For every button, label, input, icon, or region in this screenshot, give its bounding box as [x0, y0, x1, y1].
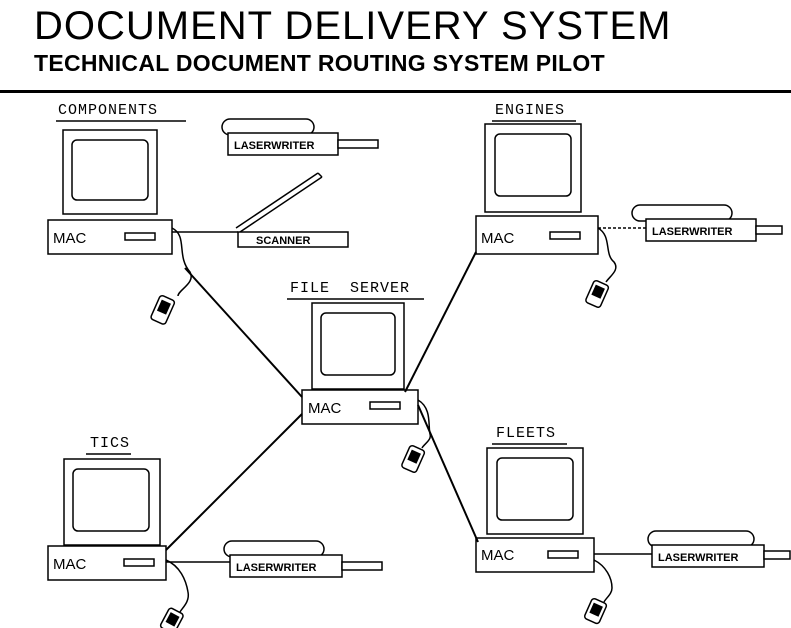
mouse-cable: [172, 228, 191, 296]
mac-label: MAC: [53, 230, 87, 247]
disk-slot: [548, 551, 578, 558]
mac-label: MAC: [53, 556, 87, 573]
laserwriter-label: LASERWRITER: [652, 226, 733, 238]
disk-slot: [370, 402, 400, 409]
laserwriter-engines: LASERWRITER: [632, 205, 782, 241]
laserwriter-fleets: LASERWRITER: [648, 531, 790, 567]
mouse-icon: [585, 280, 609, 308]
link-tics-server: [166, 414, 302, 550]
monitor-fleets: [487, 448, 583, 534]
laserwriter-tics: LASERWRITER: [224, 541, 382, 577]
mouse-icon: [150, 295, 175, 325]
node-label-file-server: FILE SERVER: [290, 280, 410, 297]
laserwriter-components: LASERWRITER: [222, 119, 378, 155]
link-components-server: [185, 268, 302, 397]
link-engines-server: [405, 252, 476, 392]
monitor-tics: [64, 459, 160, 545]
laserwriter-label: LASERWRITER: [658, 552, 739, 564]
node-label-engines: ENGINES: [495, 102, 565, 119]
node-label-components: COMPONENTS: [58, 102, 158, 119]
disk-slot: [124, 559, 154, 566]
laserwriter-label: LASERWRITER: [236, 562, 317, 574]
disk-slot: [125, 233, 155, 240]
mac-label: MAC: [481, 230, 515, 247]
scanner: SCANNER: [172, 173, 348, 247]
monitor-components: [63, 130, 157, 214]
mac-label: MAC: [308, 400, 342, 417]
node-label-fleets: FLEETS: [496, 425, 556, 442]
mouse-icon: [401, 445, 425, 473]
monitor-file-server: [312, 303, 404, 389]
mouse-cable: [166, 560, 188, 612]
link-fleets-server: [418, 405, 478, 542]
mouse-cable: [594, 560, 612, 602]
mac-label: MAC: [481, 547, 515, 564]
scanner-label: SCANNER: [256, 235, 310, 247]
monitor-engines: [485, 124, 581, 212]
disk-slot: [550, 232, 580, 239]
node-label-tics: TICS: [90, 435, 130, 452]
mouse-cable: [598, 228, 616, 282]
laserwriter-label: LASERWRITER: [234, 140, 315, 152]
